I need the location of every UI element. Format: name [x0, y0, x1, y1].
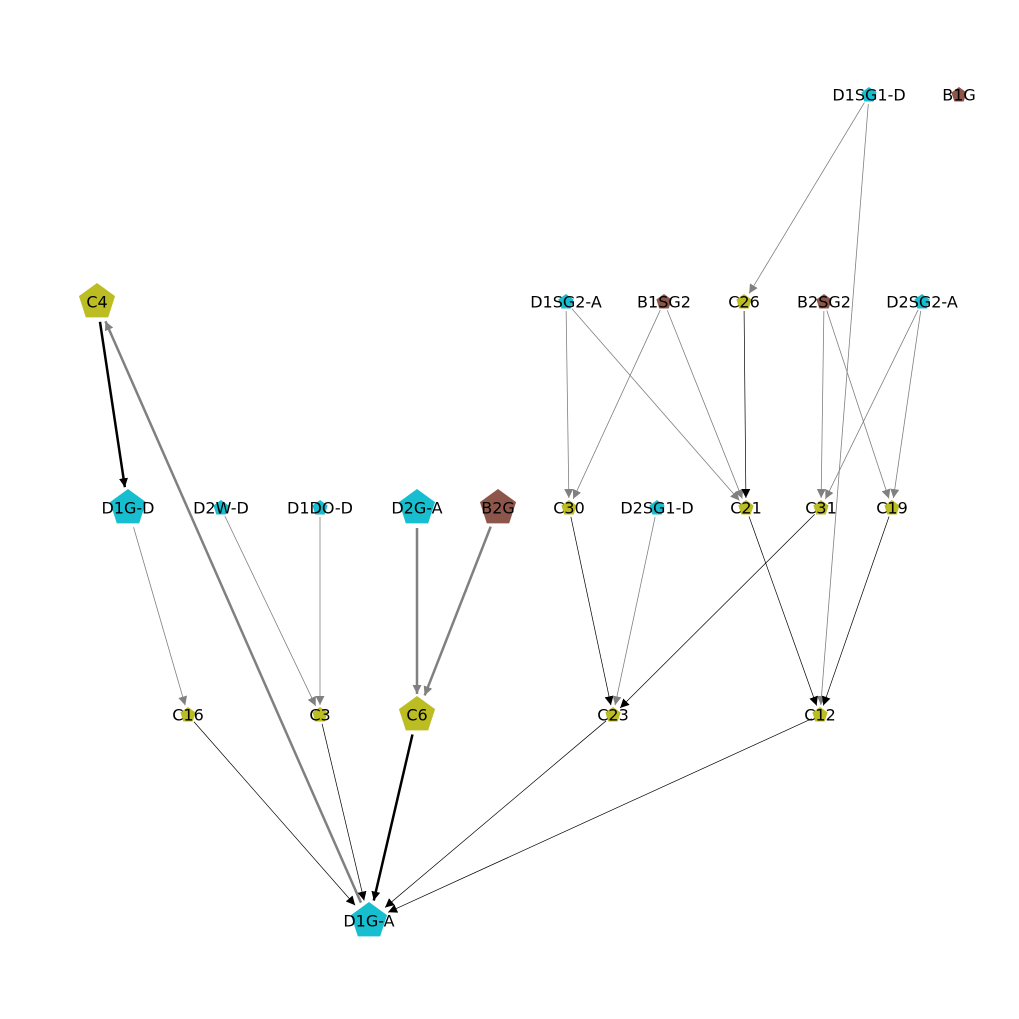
node-label-c16: C16 — [172, 706, 204, 725]
edges-layer — [98, 102, 922, 913]
edge-b2g-to-c6 — [423, 526, 492, 696]
node-c21 — [738, 500, 754, 515]
nodes-layer — [78, 87, 967, 937]
node-label-d1sg2-a: D1SG2-A — [530, 293, 602, 312]
node-b2g — [479, 489, 517, 524]
node-label-c31: C31 — [805, 499, 837, 518]
labels-layer: D1SG1-D B1G C4 D1SG2-A B1SG2 C26 B2SG2 D2SG2-A D… — [86, 86, 975, 931]
node-label-c12: C12 — [804, 706, 836, 725]
node-label-c3: C3 — [309, 706, 330, 725]
node-d1g-d — [109, 489, 147, 524]
node-label-c19: C19 — [876, 499, 908, 518]
edge-d1sg1-d-to-c26 — [748, 102, 865, 294]
node-d1g-a — [350, 902, 388, 937]
node-c30 — [561, 500, 577, 515]
node-d2w-d — [213, 500, 229, 515]
node-c16 — [180, 707, 196, 722]
node-d1do-d — [312, 500, 328, 515]
node-b1g — [951, 87, 967, 102]
edge-c16-to-d1g-a — [193, 721, 356, 906]
node-d1sg1-d — [861, 87, 877, 102]
edge-d1g-a-to-c4 — [104, 320, 363, 904]
node-label-b1g: B1G — [942, 86, 976, 105]
edge-c4-to-d1g-d — [98, 321, 128, 488]
node-label-c6: C6 — [406, 706, 427, 725]
node-label-d2g-a: D2G-A — [391, 499, 442, 518]
node-label-b1sg2: B1SG2 — [637, 293, 691, 312]
node-c26 — [736, 294, 752, 309]
node-label-b2sg2: B2SG2 — [797, 293, 851, 312]
edge-d2sg2-a-to-c19 — [890, 310, 922, 499]
edge-d1sg1-d-to-c12 — [817, 103, 869, 706]
node-d2sg1-d — [649, 500, 665, 515]
edge-d1sg2-a-to-c21 — [571, 308, 740, 501]
node-d2sg2-a — [914, 294, 930, 309]
edge-d1sg2-a-to-c30 — [564, 310, 574, 499]
node-label-d1g-d: D1G-D — [102, 499, 155, 518]
node-label-c30: C30 — [553, 499, 585, 518]
edge-d2w-d-to-c3 — [224, 515, 317, 707]
edge-b2sg2-to-c19 — [826, 310, 891, 499]
node-d1sg2-a — [558, 294, 574, 309]
edge-c12-to-d1g-a — [387, 718, 812, 913]
node-c3 — [312, 707, 328, 722]
node-c19 — [884, 500, 900, 515]
node-label-d2sg1-d: D2SG1-D — [620, 499, 693, 518]
edge-c19-to-c12 — [821, 516, 890, 706]
node-label-b2g: B2G — [481, 499, 515, 518]
edge-c23-to-d1g-a — [384, 720, 607, 908]
node-c23 — [605, 707, 621, 722]
node-label-d1do-d: D1DO-D — [287, 499, 353, 518]
edge-d2sg1-d-to-c23 — [612, 516, 656, 706]
edge-c3-to-d1g-a — [321, 723, 367, 901]
edge-c31-to-c23 — [619, 514, 815, 709]
node-label-c23: C23 — [597, 706, 629, 725]
node-label-d2w-d: D2W-D — [193, 499, 249, 518]
edge-d1g-d-to-c16 — [133, 527, 188, 706]
node-label-d1sg1-d: D1SG1-D — [832, 86, 905, 105]
node-c31 — [813, 500, 829, 515]
node-label-d1g-a: D1G-A — [343, 912, 394, 931]
edge-c26-to-c21 — [741, 310, 751, 499]
node-b2sg2 — [816, 294, 832, 309]
node-c6 — [398, 696, 436, 731]
node-c12 — [812, 707, 828, 722]
node-b1sg2 — [656, 294, 672, 309]
edge-b1sg2-to-c30 — [572, 310, 661, 500]
node-label-c4: C4 — [86, 293, 107, 312]
edge-d2sg2-a-to-c31 — [825, 309, 919, 500]
edge-c21-to-c12 — [748, 516, 818, 706]
node-label-c21: C21 — [730, 499, 762, 518]
node-d2g-a — [398, 489, 436, 524]
node-label-d2sg2-a: D2SG2-A — [886, 293, 958, 312]
edge-c30-to-c23 — [570, 516, 614, 706]
edge-c6-to-d1g-a — [371, 734, 414, 901]
node-c4 — [78, 283, 116, 318]
node-label-c26: C26 — [728, 293, 760, 312]
edge-b1sg2-to-c21 — [666, 310, 744, 499]
edge-b2sg2-to-c31 — [816, 310, 826, 499]
